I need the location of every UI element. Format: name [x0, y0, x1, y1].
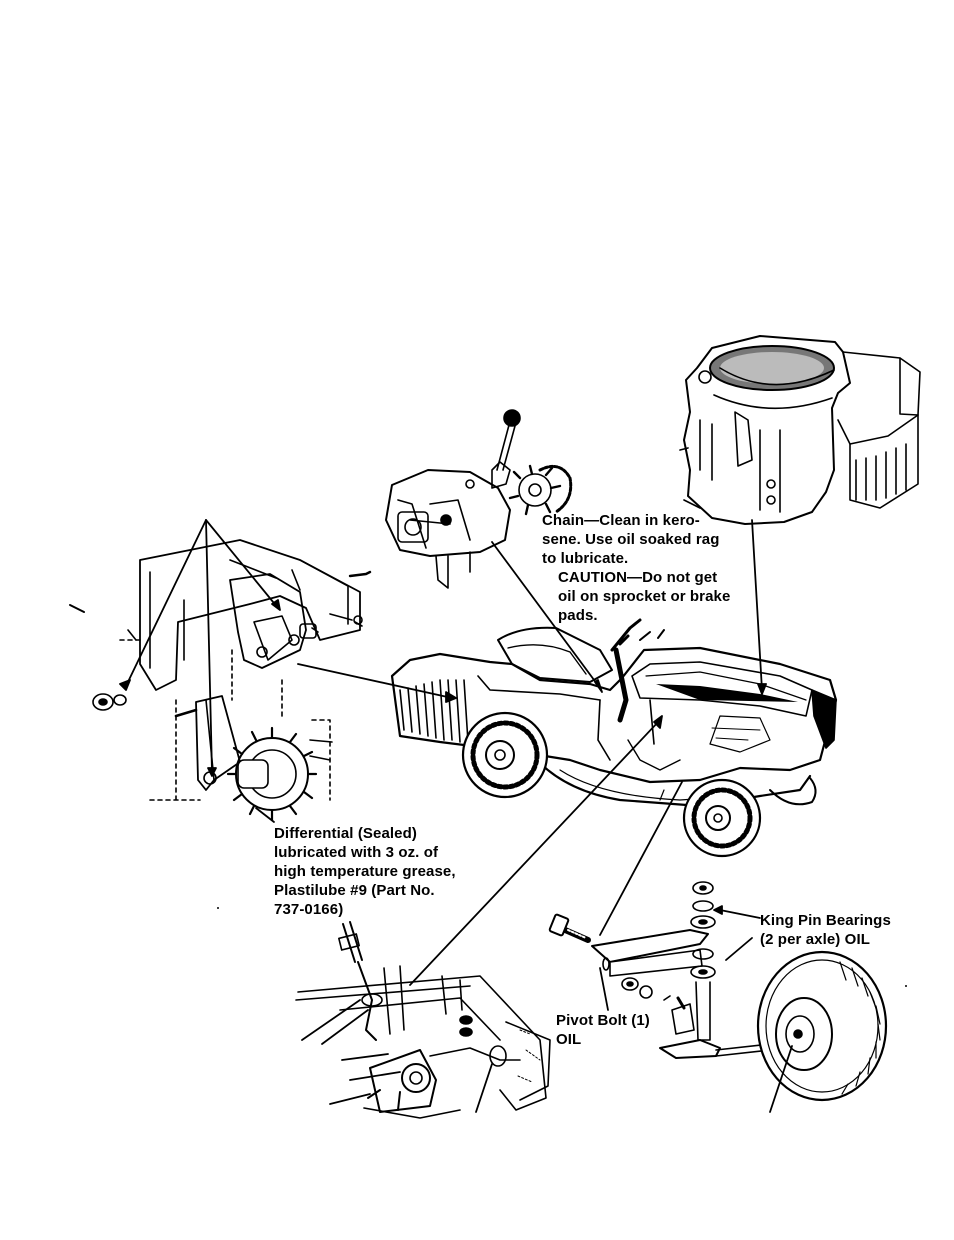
caution-callout: CAUTION—Do not get oil on sprocket or br…	[558, 568, 798, 625]
leader-line	[206, 520, 278, 608]
rear-axle-assembly	[70, 540, 370, 820]
king-pin-bearings-callout: King Pin Bearings (2 per axle) OIL	[760, 911, 920, 949]
engine-illustration	[680, 336, 920, 524]
tractor-illustration	[392, 620, 836, 856]
leader-line	[126, 520, 206, 686]
pedal-linkage-assembly	[296, 922, 550, 1118]
differential-callout: Differential (Sealed) lubricated with 3 …	[274, 824, 514, 919]
chain-callout: Chain—Clean in kero- sene. Use oil soake…	[542, 511, 782, 568]
pivot-bolt-callout: Pivot Bolt (1) OIL	[556, 1011, 686, 1049]
